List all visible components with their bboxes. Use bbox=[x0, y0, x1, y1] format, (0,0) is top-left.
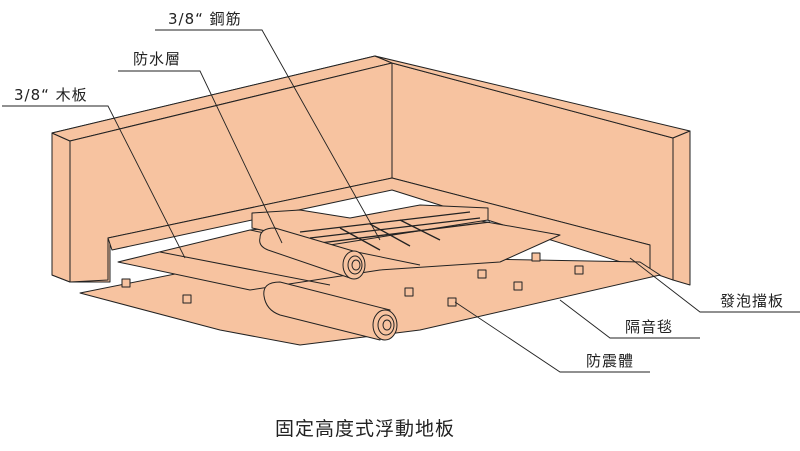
leader-blanket bbox=[559, 299, 700, 339]
leader-foam bbox=[629, 257, 800, 313]
leader-rebar bbox=[155, 29, 381, 241]
label-acoustic-blanket: 隔音毯 bbox=[625, 318, 674, 336]
leader-waterproof bbox=[118, 70, 283, 244]
label-foam-board: 發泡擋板 bbox=[720, 292, 785, 310]
caption: 固定高度式浮動地板 bbox=[274, 418, 455, 440]
label-plywood: 3/8“ 木板 bbox=[14, 86, 88, 104]
right-wall-face bbox=[672, 130, 691, 286]
label-rebar: 3/8“ 鋼筋 bbox=[168, 10, 242, 28]
left-wall-face bbox=[51, 132, 71, 283]
isolator-blocks bbox=[121, 252, 584, 307]
label-waterproof: 防水層 bbox=[133, 50, 182, 68]
label-isolator: 防震體 bbox=[586, 352, 635, 370]
leader-plywood bbox=[2, 105, 186, 259]
leader-isolator bbox=[454, 301, 650, 373]
